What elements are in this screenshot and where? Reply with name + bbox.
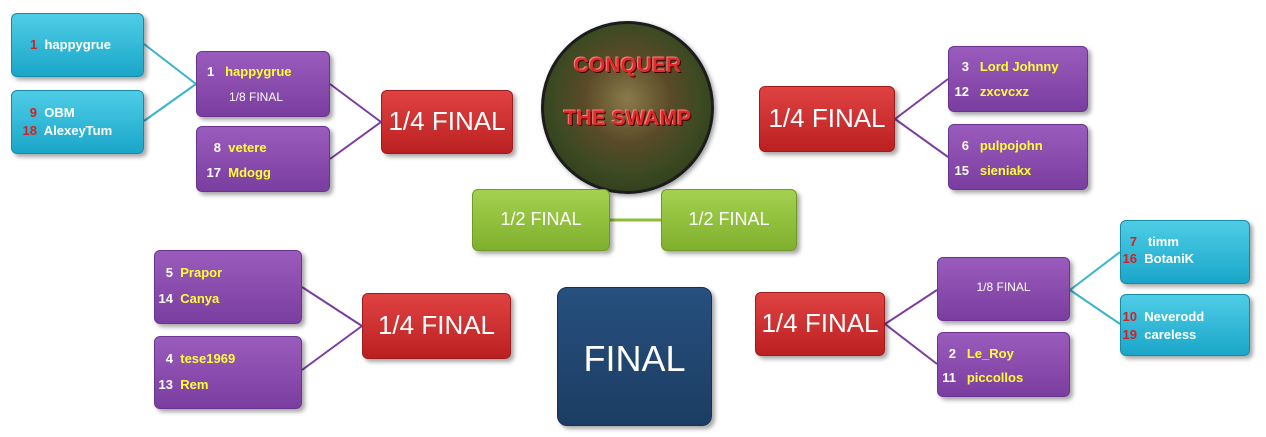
- round-label: 1/4 FINAL: [768, 103, 886, 133]
- player-name: Neverodd: [1144, 309, 1205, 324]
- swamp-logo: CONQUER THE SWAMP: [541, 21, 714, 194]
- match-box-vetere-mdogg: 8 vetere 17 Mdogg: [196, 126, 330, 192]
- match-box-lordjohnny-zxcvcxz: 3 Lord Johnny 12 zxcvcxz: [948, 46, 1088, 112]
- player-name: tese1969: [180, 351, 236, 366]
- player-name: Le_Roy: [966, 346, 1014, 361]
- round-label: 1/4 FINAL: [377, 310, 496, 340]
- match-box-neverodd-careless: 10 Neverodd 19 careless: [1120, 294, 1250, 356]
- seed-number: 3: [961, 59, 969, 74]
- player-name: AlexeyTum: [43, 123, 113, 138]
- round-label: 1/8 FINAL: [976, 280, 1031, 294]
- match-box-prapor-canya: 5 Prapor 14 Canya: [154, 250, 302, 324]
- seed-number: 14: [158, 291, 173, 306]
- quarter-final-box: 1/4 FINAL: [755, 292, 885, 356]
- match-box-obm-alexeytum: 9 OBM 18 AlexeyTum: [11, 90, 144, 154]
- round-label: 1/2 FINAL: [688, 209, 770, 229]
- player-name: Prapor: [180, 265, 223, 280]
- seed-number: 15: [954, 163, 969, 178]
- player-name: timm: [1147, 234, 1179, 249]
- semi-final-box: 1/2 FINAL: [472, 189, 610, 251]
- player-name: happygrue: [225, 64, 292, 79]
- seed-number: 13: [158, 377, 173, 392]
- quarter-final-box: 1/4 FINAL: [362, 293, 511, 359]
- match-box-happygrue-eighth: 1 happygrue 1/8 FINAL: [196, 51, 330, 117]
- player-name: vetere: [228, 140, 267, 155]
- seed-number: 10: [1122, 309, 1137, 324]
- player-name: Rem: [180, 377, 209, 392]
- seed-number: 19: [1122, 327, 1137, 342]
- final-box: FINAL: [557, 287, 712, 426]
- player-name: pulpojohn: [979, 138, 1043, 153]
- player-name: happygrue: [44, 37, 111, 52]
- logo-line-2: THE SWAMP: [563, 107, 692, 130]
- match-box-tese1969-rem: 4 tese1969 13 Rem: [154, 336, 302, 409]
- player-name: piccollos: [966, 370, 1024, 385]
- match-box-leroy-piccollos: 2 Le_Roy 11 piccollos: [937, 332, 1070, 397]
- seed-number: 6: [961, 138, 969, 153]
- player-name: sieniakx: [979, 163, 1032, 178]
- seed-number: 16: [1122, 251, 1137, 266]
- round-label: 1/2 FINAL: [500, 209, 582, 229]
- seed-number: 9: [29, 105, 37, 120]
- seed-number: 17: [206, 165, 221, 180]
- round-label: 1/4 FINAL: [388, 106, 506, 136]
- quarter-final-box: 1/4 FINAL: [759, 86, 895, 152]
- match-box-pulpojohn-sieniakx: 6 pulpojohn 15 sieniakx: [948, 124, 1088, 190]
- seed-number: 11: [942, 370, 956, 385]
- player-name: Lord Johnny: [979, 59, 1059, 74]
- seed-number: 2: [948, 346, 956, 361]
- semi-final-box: 1/2 FINAL: [661, 189, 797, 251]
- match-box-timm-botanik: 7 timm 16 BotaniK: [1120, 220, 1250, 284]
- seed-number: 18: [22, 123, 37, 138]
- seed-number: 7: [1129, 234, 1137, 249]
- player-name: careless: [1144, 327, 1197, 342]
- player-name: Canya: [180, 291, 220, 306]
- round-label: FINAL: [583, 338, 686, 379]
- logo-line-1: CONQUER: [573, 54, 682, 77]
- round-label: 1/4 FINAL: [761, 308, 879, 338]
- match-box-eighth-final: 1/8 FINAL: [937, 257, 1070, 321]
- player-name: Mdogg: [228, 165, 271, 180]
- round-label: 1/8 FINAL: [229, 90, 284, 104]
- seed-number: 4: [165, 351, 173, 366]
- player-name: OBM: [44, 105, 75, 120]
- seed-number: 12: [954, 84, 969, 99]
- seed-number: 8: [213, 140, 221, 155]
- seed-number: 1: [207, 64, 215, 79]
- player-name: zxcvcxz: [979, 84, 1029, 99]
- seed-number: 5: [165, 265, 173, 280]
- seed-number: 1: [30, 37, 38, 52]
- quarter-final-box: 1/4 FINAL: [381, 90, 513, 154]
- player-name: BotaniK: [1144, 251, 1195, 266]
- match-box-happygrue-r1: 1 happygrue: [11, 13, 144, 77]
